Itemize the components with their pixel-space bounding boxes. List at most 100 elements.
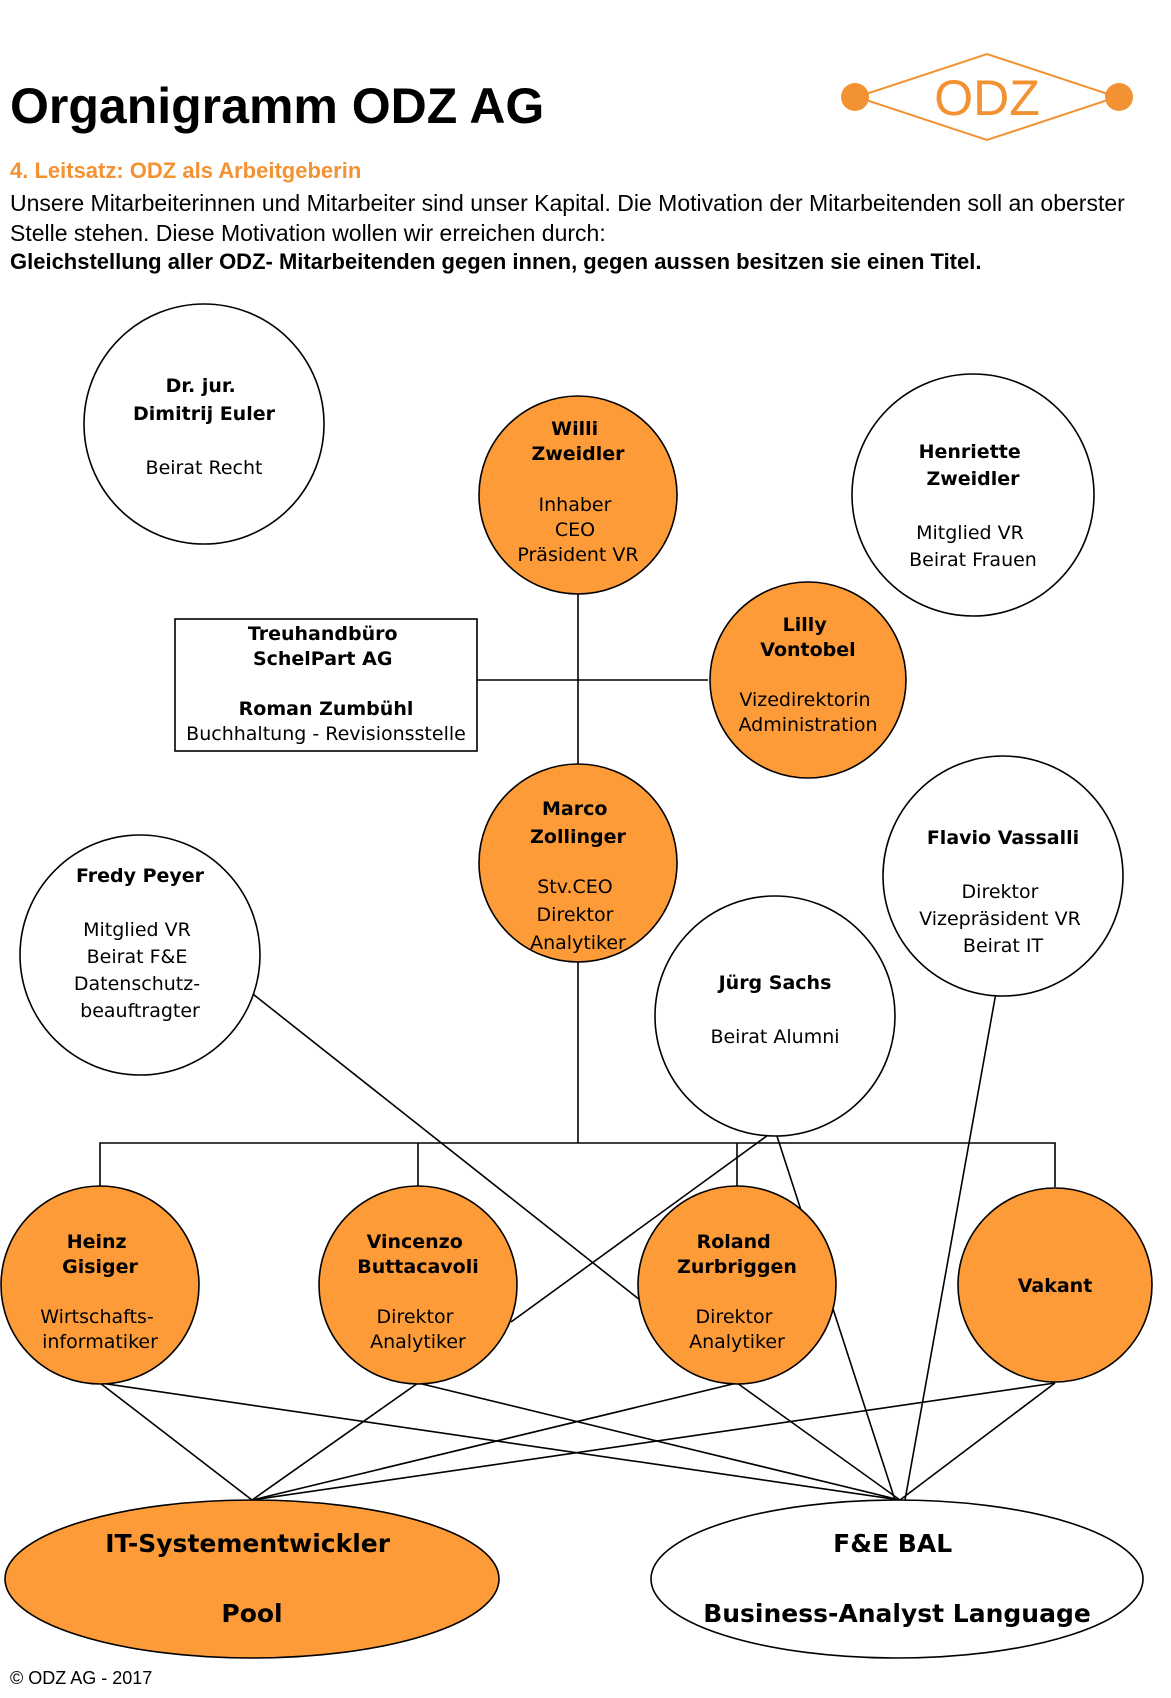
node-role-line: Direktor: [962, 881, 1039, 903]
node-name-line: Treuhandbüro: [248, 623, 398, 645]
node-role-line: CEO: [555, 519, 595, 541]
node-name-line: Lilly: [783, 614, 828, 636]
pool-it-title: IT-Systementwickler: [105, 1529, 391, 1558]
node-role-line: Inhaber: [539, 494, 612, 516]
svg-text:Treuhandbüro SchelPart A: Treuhandbüro SchelPart AG Roman Zumbühl: [239, 623, 414, 720]
logo-dot-right: [1105, 83, 1133, 111]
pool-it-subtitle: Pool: [221, 1599, 282, 1628]
node-juerg: Jürg Sachs Beirat Alumni: [654, 895, 896, 1137]
node-role-line: informatiker: [42, 1331, 158, 1353]
svg-text:Willi Zweidler: Willi Zweidler: [531, 418, 625, 465]
svg-text:Beirat Alumni: Beirat Alumni: [710, 1026, 839, 1048]
pool-fe-subtitle: Business-Analyst Language: [703, 1599, 1091, 1628]
line-heinz-fe: [99, 1382, 901, 1501]
line-juerg-fe: [774, 1129, 896, 1501]
svg-text:Lilly Vontobel: Lilly Vontobel: [760, 614, 855, 661]
node-name-line: Vincenzo: [367, 1231, 463, 1253]
node-name-line: Henriette: [919, 441, 1021, 463]
svg-text:Dr. jur. Dimitrij Euler: Dr. jur. Dimitrij Euler: [133, 375, 276, 425]
node-marco: Marco Zollinger Stv.CEO Direktor Analyti…: [478, 763, 678, 963]
node-role-line: Direktor: [696, 1306, 773, 1328]
node-role-line: Beirat F&E: [87, 946, 188, 968]
node-role-line: Buchhaltung - Revisionsstelle: [186, 723, 466, 745]
logo-dot-left: [841, 83, 869, 111]
copyright-footer: © ODZ AG - 2017: [10, 1668, 153, 1688]
node-role-line: Vizedirektorin: [739, 689, 870, 711]
line-vakant-fe: [899, 1382, 1056, 1501]
svg-text:Mitglied VR Beirat F&E: Mitglied VR Beirat F&E Datenschutz- beau…: [74, 919, 206, 1022]
pool-fe-title: F&E BAL: [833, 1529, 952, 1558]
node-role-line: Mitglied VR: [83, 919, 191, 941]
node-name-line: Marco: [542, 798, 607, 820]
svg-text:Henriette Zweidler: Henriette Zweidler: [919, 441, 1028, 490]
svg-text:Buchhaltung - Revisionsstelle: Buchhaltung - Revisionsstelle: [186, 723, 466, 745]
node-name-line: Roman Zumbühl: [239, 698, 414, 720]
svg-text:Roland Zurbriggen: Roland Zurbriggen: [677, 1231, 797, 1278]
node-vincenzo: Vincenzo Buttacavoli Direktor Analytiker: [318, 1185, 518, 1385]
node-role-line: Direktor: [377, 1306, 454, 1328]
node-role-line: Präsident VR: [517, 544, 638, 566]
node-name-line: Vontobel: [760, 639, 855, 661]
odz-logo: ODZ: [841, 52, 1133, 142]
node-role-line: Beirat IT: [963, 935, 1044, 957]
intro-paragraph: Unsere Mitarbeiterinnen und Mitarbeiter …: [10, 190, 1125, 246]
node-role-line: Direktor: [537, 904, 614, 926]
svg-text:Heinz Gisiger: Heinz Gisiger: [62, 1231, 138, 1278]
line-flavio-fe: [904, 986, 998, 1501]
svg-text:Marco Zollinger: Marco Zollinger: [530, 798, 626, 848]
line-fredy-roland: [243, 986, 641, 1301]
svg-text:Flavio Vassalli: Flavio Vassalli: [927, 827, 1079, 849]
line-bus: [99, 1142, 1056, 1187]
line-juerg-vincenzo: [510, 1129, 776, 1323]
line-vakant-it: [251, 1382, 1056, 1501]
node-name-line: Gisiger: [62, 1256, 138, 1278]
node-role-line: Vizepräsident VR: [919, 908, 1081, 930]
node-role-line: Wirtschafts-: [40, 1306, 154, 1328]
svg-text:IT-Systementwickler Pool: IT-Systementwickler Pool: [105, 1529, 399, 1628]
node-name-line: Dr. jur.: [166, 375, 236, 397]
node-name-line: SchelPart AG: [253, 648, 392, 670]
pool-fe: F&E BAL Business-Analyst Language: [650, 1499, 1144, 1659]
node-role-line: Beirat Alumni: [710, 1026, 839, 1048]
node-role-line: Beirat Frauen: [909, 549, 1037, 571]
node-role-line: Analytiker: [370, 1331, 466, 1353]
node-name-line: Zweidler: [926, 468, 1020, 490]
page-title: Organigramm ODZ AG: [10, 78, 545, 134]
node-euler: Dr. jur. Dimitrij Euler Beirat Recht: [83, 303, 325, 545]
svg-text:Fredy Peyer: Fredy Peyer: [76, 865, 205, 887]
equality-statement: Gleichstellung aller ODZ- Mitarbeitenden…: [10, 249, 982, 274]
line-heinz-it: [99, 1382, 253, 1501]
node-heinz: Heinz Gisiger Wirtschafts- informatiker: [0, 1185, 200, 1385]
svg-text:Mitglied VR Beirat Fraue: Mitglied VR Beirat Frauen: [909, 522, 1037, 571]
node-name-line: Flavio Vassalli: [927, 827, 1079, 849]
svg-text:Vincenzo Buttacavoli: Vincenzo Buttacavoli: [357, 1231, 479, 1278]
node-henriette: Henriette Zweidler Mitglied VR Beirat Fr…: [851, 373, 1095, 617]
node-fredy: Fredy Peyer Mitglied VR Beirat F&E Daten…: [19, 834, 261, 1076]
line-roland-fe: [736, 1382, 901, 1501]
svg-text:Vizedirektorin Administr: Vizedirektorin Administration: [738, 689, 877, 736]
node-role-line: Analytiker: [689, 1331, 785, 1353]
node-role-line: Stv.CEO: [537, 876, 613, 898]
node-name-line: Zurbriggen: [677, 1256, 797, 1278]
svg-text:Stv.CEO Direktor A: Stv.CEO Direktor Analytiker: [530, 876, 626, 954]
node-name-line: Roland: [697, 1231, 771, 1253]
node-name-line: Zweidler: [531, 443, 625, 465]
svg-text:F&E BAL Business-Analyst: F&E BAL Business-Analyst Language: [703, 1529, 1091, 1628]
node-role-line: Administration: [738, 714, 877, 736]
node-role-line: Analytiker: [530, 932, 626, 954]
node-name-line: Jürg Sachs: [717, 972, 832, 994]
node-role-line: Mitglied VR: [916, 522, 1024, 544]
svg-text:Wirtschafts- informatike: Wirtschafts- informatiker: [40, 1306, 160, 1353]
node-name-line: Willi: [551, 418, 598, 440]
node-flavio: Flavio Vassalli Direktor Vizepräsident V…: [882, 755, 1124, 997]
svg-text:Direktor Analytiker: Direktor Analytiker: [370, 1306, 466, 1353]
node-treuhand: Treuhandbüro SchelPart AG Roman Zumbühl …: [174, 618, 478, 752]
node-lilly: Lilly Vontobel Vizedirektorin Administra…: [709, 581, 907, 779]
node-name-line: Buttacavoli: [357, 1256, 479, 1278]
svg-text:Direktor Analytiker: Direktor Analytiker: [689, 1306, 785, 1353]
node-name-line: Heinz: [67, 1231, 127, 1253]
node-vakant: Vakant: [957, 1187, 1153, 1383]
node-name-line: Fredy Peyer: [76, 865, 205, 887]
svg-text:Jürg Sachs: Jürg Sachs: [717, 972, 832, 994]
svg-text:Vakant: Vakant: [1018, 1275, 1093, 1297]
